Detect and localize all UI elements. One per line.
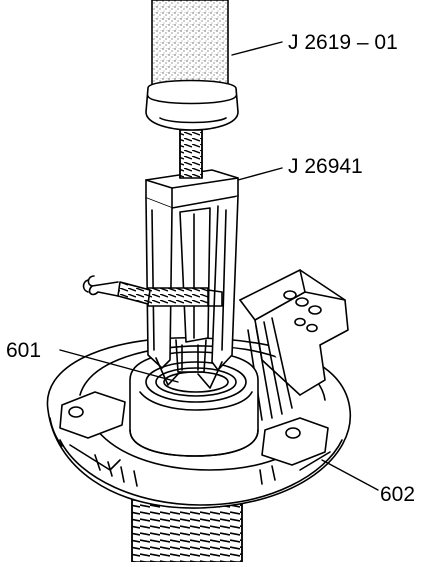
callout-602: 602 bbox=[380, 483, 416, 506]
callout-j26941: J 26941 bbox=[288, 155, 363, 178]
forcing-screw bbox=[179, 129, 203, 179]
leader-602 bbox=[321, 459, 379, 491]
callout-leaders bbox=[59, 41, 379, 491]
strut-threaded-shaft bbox=[131, 499, 243, 563]
leader-j26941 bbox=[237, 167, 283, 181]
callout-j2619-01: J 2619 – 01 bbox=[288, 31, 398, 54]
leader-601 bbox=[59, 349, 179, 383]
callout-601: 601 bbox=[6, 339, 42, 362]
j26941-puller bbox=[82, 169, 239, 389]
leader-j2619-01 bbox=[231, 41, 283, 56]
part-601-bearing bbox=[145, 361, 247, 403]
j2619-01-slide-hammer bbox=[145, 0, 239, 131]
